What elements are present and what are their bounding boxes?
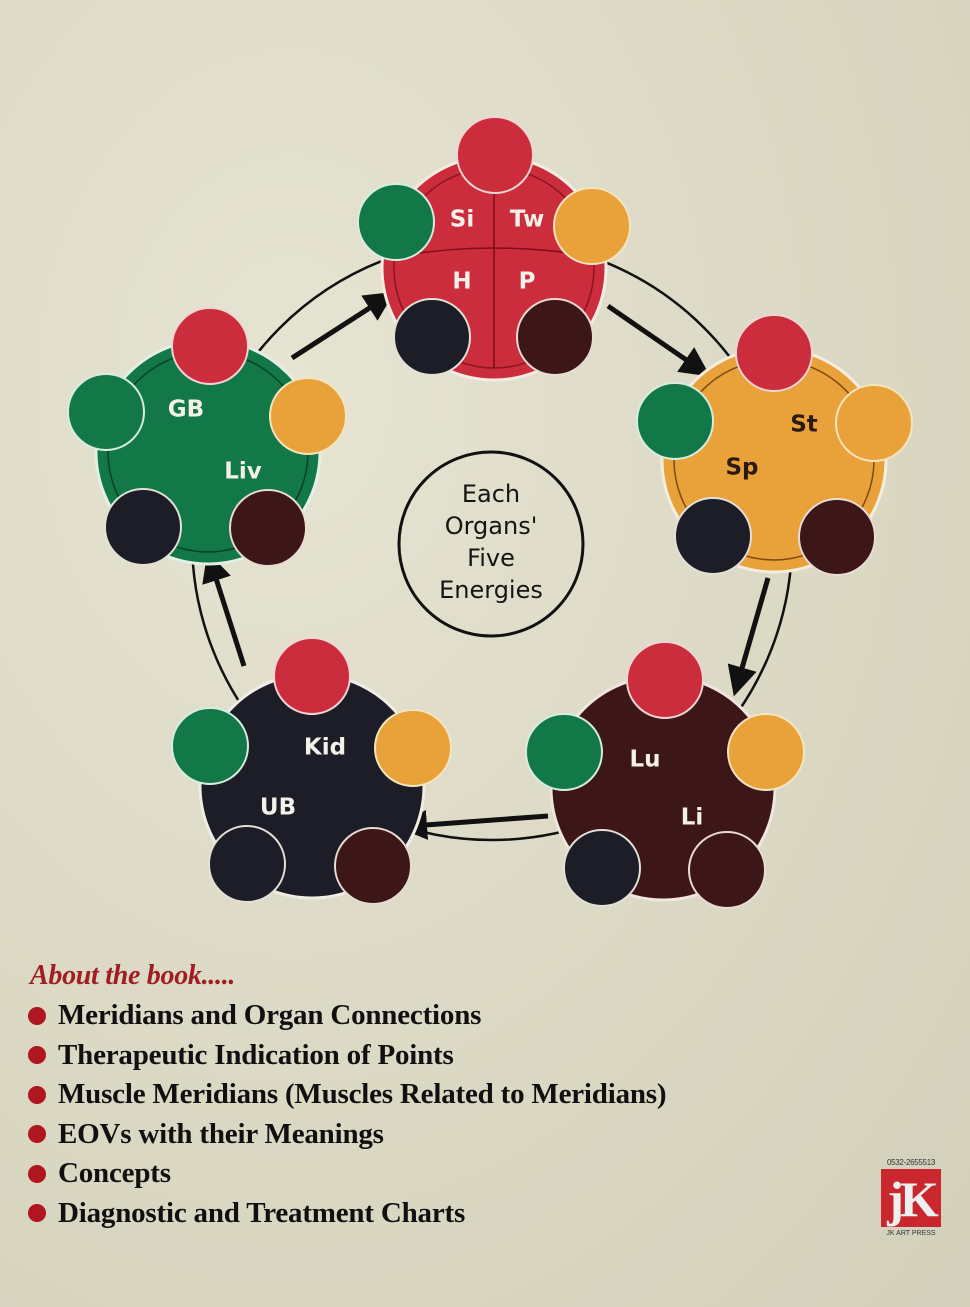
energy-dot-black: [393, 298, 471, 376]
energy-dot-red: [171, 307, 249, 385]
energy-dot-black: [104, 488, 182, 566]
energy-dot-green: [67, 373, 145, 451]
organ-label-kid: Kid: [304, 735, 346, 761]
energy-dot-maroon: [688, 831, 766, 909]
energy-dot-maroon: [516, 298, 594, 376]
energy-dot-maroon: [229, 489, 307, 567]
organ-label-si: Si: [450, 207, 474, 233]
arrow-water-to-wood: [202, 551, 247, 667]
publisher-logo: 0532-2655513 jK JK ART PRESS: [878, 1158, 944, 1244]
energy-dot-green: [171, 707, 249, 785]
arrow-fire-to-earth: [606, 303, 711, 377]
energy-dot-green: [525, 713, 603, 791]
organ-label-li: Li: [681, 805, 704, 831]
organ-label-tw: Tw: [510, 207, 544, 233]
list-item: EOVs with their Meanings: [28, 1115, 928, 1155]
organ-label-ub: UB: [260, 795, 296, 821]
bullet-icon: [28, 1125, 46, 1144]
organ-group-fire: Si Tw H P: [357, 116, 631, 382]
energy-dot-maroon: [798, 498, 876, 576]
list-item: Diagnostic and Treatment Charts: [28, 1194, 928, 1234]
organ-label-liv: Liv: [224, 459, 262, 485]
organ-label-lu: Lu: [629, 747, 660, 773]
organ-group-earth: St Sp: [636, 314, 913, 576]
about-the-book: About the book..... Meridians and Organ …: [28, 960, 928, 1233]
organ-group-water: Kid UB: [171, 637, 452, 905]
arrow-metal-to-water: [397, 809, 549, 840]
cycle-arrows: [202, 291, 771, 840]
arrow-earth-to-metal: [727, 577, 771, 697]
center-line-1: Each: [462, 480, 520, 508]
about-list: Meridians and Organ Connections Therapeu…: [28, 996, 928, 1233]
bullet-icon: [28, 1046, 46, 1065]
organ-group-wood: GB Liv: [67, 307, 347, 567]
bullet-icon: [28, 1006, 46, 1025]
energy-dot-black: [674, 497, 752, 575]
energy-dot-maroon: [334, 827, 412, 905]
jk-logo-icon: jK: [881, 1169, 941, 1227]
publisher-name: JK ART PRESS: [886, 1230, 936, 1237]
bullet-icon: [28, 1164, 46, 1183]
energy-dot-black: [208, 825, 286, 903]
center-label: Each Organs' Five Energies: [397, 450, 585, 638]
energy-dot-orange: [374, 709, 452, 787]
organ-group-metal: Lu Li: [525, 641, 805, 909]
organ-label-sp: Sp: [725, 455, 758, 481]
energy-dot-red: [273, 637, 351, 715]
about-title: About the book.....: [30, 960, 236, 991]
organ-label-h: H: [452, 269, 471, 295]
list-item: Meridians and Organ Connections: [28, 996, 928, 1036]
center-line-3: Five: [467, 544, 515, 572]
list-item: Therapeutic Indication of Points: [28, 1036, 928, 1076]
energy-dot-black: [563, 829, 641, 907]
energy-dot-green: [636, 382, 714, 460]
publisher-phone: 0532-2655513: [886, 1158, 935, 1167]
bullet-icon: [28, 1204, 46, 1223]
list-item: Muscle Meridians (Muscles Related to Mer…: [28, 1075, 928, 1115]
five-energies-diagram: Si Tw H P St Sp Lu Li Kid UB: [67, 116, 913, 909]
energy-dot-orange: [553, 187, 631, 265]
energy-dot-green: [357, 183, 435, 261]
energy-dot-orange: [269, 377, 347, 455]
organ-label-p: P: [519, 269, 536, 295]
energy-dot-red: [735, 314, 813, 392]
organ-label-gb: GB: [168, 397, 204, 423]
energy-dot-orange: [727, 713, 805, 791]
bullet-icon: [28, 1085, 46, 1104]
energy-dot-red: [456, 116, 534, 194]
organ-label-st: St: [790, 412, 818, 438]
center-line-4: Energies: [439, 576, 543, 604]
arrow-wood-to-fire: [290, 291, 395, 361]
center-line-2: Organs': [445, 512, 538, 540]
energy-dot-red: [626, 641, 704, 719]
list-item: Concepts: [28, 1154, 928, 1194]
energy-dot-orange: [835, 384, 913, 462]
